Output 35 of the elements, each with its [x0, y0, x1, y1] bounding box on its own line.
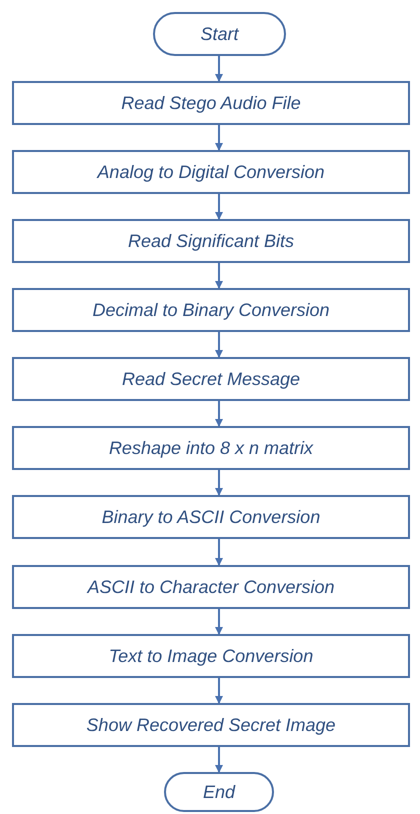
node-label: Analog to Digital Conversion [97, 160, 325, 184]
arrow [215, 470, 223, 496]
process-box [12, 495, 410, 539]
arrow [215, 401, 223, 427]
arrow [215, 125, 223, 151]
node-label: Text to Image Conversion [108, 644, 314, 668]
arrow [215, 539, 223, 566]
node-label: Reshape into 8 x n matrix [108, 436, 314, 460]
arrow [215, 678, 223, 704]
terminal-pill [164, 772, 274, 812]
arrow [215, 194, 223, 220]
node-label: Read Significant Bits [128, 230, 294, 253]
node-label: ASCII to Character Conversion [87, 576, 335, 598]
process-box [12, 426, 410, 470]
process-box [12, 288, 410, 332]
node-label: Start [200, 22, 238, 46]
process-box [12, 703, 410, 747]
node-label: Read Stego Audio File [121, 92, 301, 115]
node-label: Decimal to Binary Conversion [92, 298, 330, 322]
process-box [12, 150, 410, 194]
node-label: Read Secret Message [122, 368, 300, 391]
arrow [215, 609, 223, 635]
process-box [12, 219, 410, 263]
arrow [215, 56, 223, 82]
node-label: Binary to ASCII Conversion [102, 506, 320, 529]
process-box [12, 634, 410, 678]
arrow [215, 332, 223, 358]
process-box [12, 357, 410, 401]
process-box [12, 565, 410, 609]
terminal-pill [153, 12, 286, 56]
process-box [12, 81, 410, 125]
node-label: End [202, 780, 236, 804]
node-label: Show Recovered Secret Image [86, 714, 336, 737]
arrow [215, 747, 223, 773]
arrow [215, 263, 223, 289]
